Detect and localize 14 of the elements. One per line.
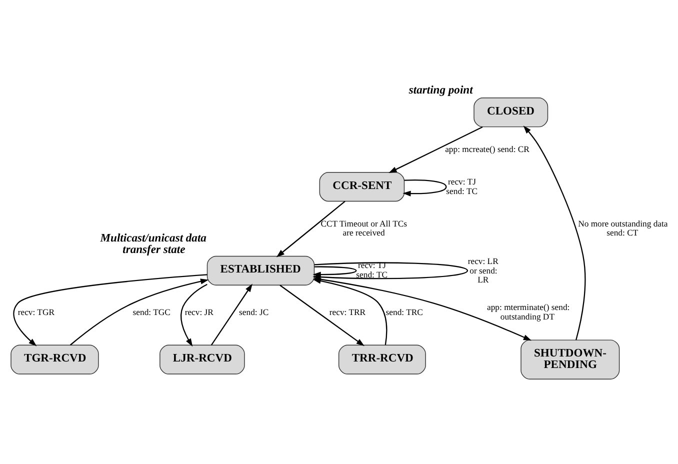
- edge-label: No more outstanding data send: CT: [578, 218, 668, 238]
- edge-label: send: TRC: [386, 306, 423, 317]
- edge-label: recv: JR: [184, 306, 214, 317]
- edge-label: recv: TJ send: TC: [446, 176, 478, 196]
- edge-label: send: TGC: [132, 306, 170, 317]
- edge-label: CCT Timeout or All TCs are received: [320, 218, 408, 238]
- edge-label: send: JC: [239, 306, 269, 317]
- node-label: starting point: [408, 83, 473, 96]
- edge-label: recv: TRR: [329, 306, 366, 317]
- node-label: Multicast/unicast data transfer state: [100, 232, 206, 256]
- edge-label: recv: TGR: [18, 306, 54, 317]
- edge-label: app: mterminate() send: outstanding DT: [487, 302, 570, 322]
- edge-label: app: mcreate() send: CR: [445, 144, 530, 154]
- edge-label: recv: LR or send: LR: [468, 256, 498, 285]
